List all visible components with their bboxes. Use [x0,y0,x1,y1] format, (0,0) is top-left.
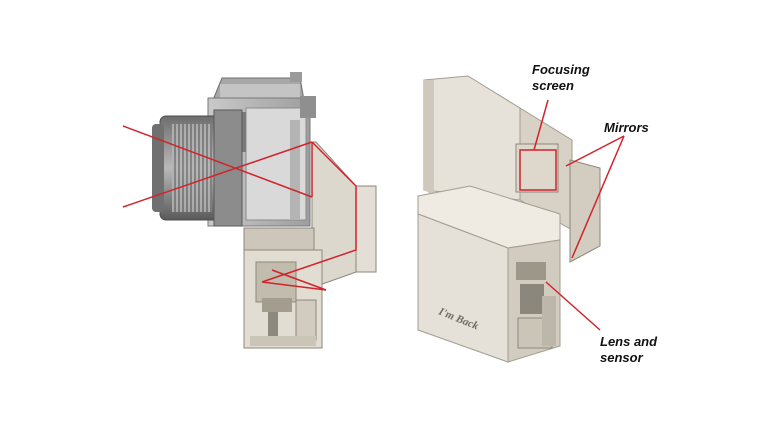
side-section-view [122,72,377,349]
leader-mirror-2 [571,135,625,259]
label-lens-and-sensor: Lens and sensor [600,334,658,365]
focusing-screen-highlight [519,149,557,191]
ray-lower [122,141,313,208]
focusing-screen [515,143,559,193]
cutaway-3d-view: I'm Back [417,75,625,363]
ray-upper [122,125,313,198]
label-mirrors: Mirrors [604,120,649,135]
optical-path-lines [122,125,357,291]
adapter-housing-section [243,141,377,349]
label-focusing-screen: Focusing screen [532,62,590,93]
callout-leaders [533,99,625,331]
ray-sensor [271,269,327,291]
mirror-panel [569,159,601,263]
camera-lens [152,109,243,227]
camera-prism-housing [212,72,305,101]
leader-focusing-screen [533,99,549,151]
leader-mirror-1 [565,135,625,167]
sensor-module [516,262,556,349]
upper-back-wall [423,75,521,201]
leader-lens-sensor [545,281,601,331]
ray-path-folded [261,141,357,291]
